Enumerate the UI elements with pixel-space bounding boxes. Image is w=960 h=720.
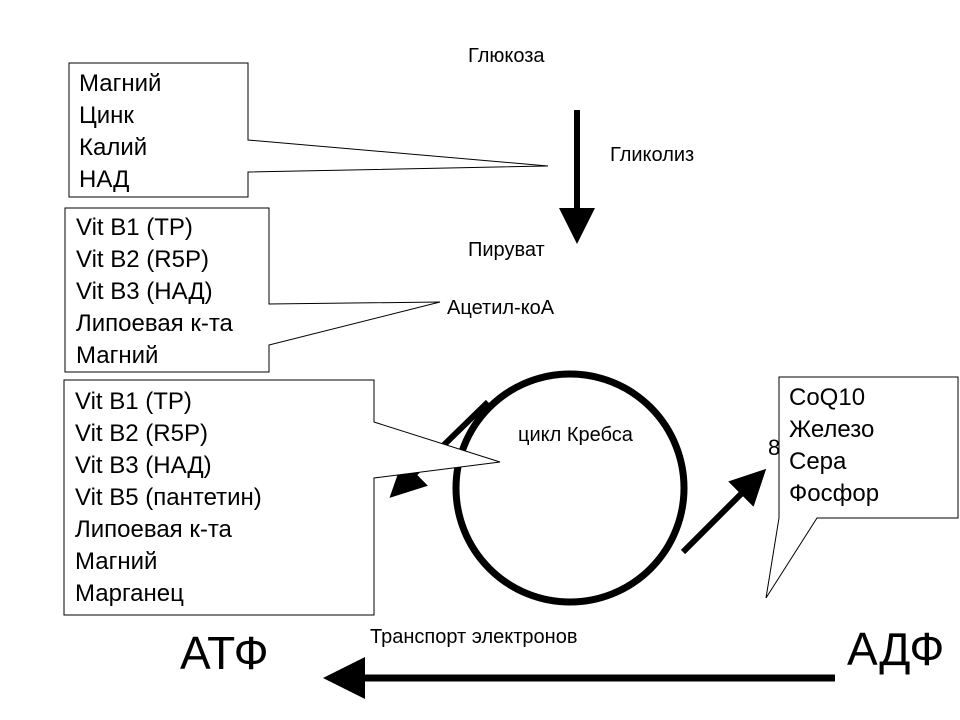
list-item: Vit B2 (R5P) — [75, 420, 208, 447]
adp-label: АДФ — [847, 623, 945, 675]
list-item: Магний — [75, 548, 158, 575]
list-item: Vit B3 (НАД) — [76, 278, 213, 305]
atp-label: АТФ — [180, 627, 269, 679]
pyruvate-label: Пируват — [468, 239, 545, 261]
list-item: Железо — [789, 416, 875, 443]
electron-transport-label: Транспорт электронов — [370, 626, 578, 648]
list-item: Vit B1 (TP) — [75, 388, 192, 415]
krebs-cofactor-list: Vit B1 (TP) Vit B2 (R5P) Vit B3 (НАД) Vi… — [75, 386, 262, 610]
list-item: Липоевая к-та — [76, 310, 233, 337]
list-item: Калий — [79, 134, 148, 161]
electron-cofactor-list: CoQ10 Железо Сера Фосфор — [789, 382, 879, 510]
list-item: Фосфор — [789, 480, 880, 507]
list-item: Липоевая к-та — [75, 516, 232, 543]
callout-krebs-shape — [63, 379, 501, 616]
list-item: Цинк — [79, 102, 134, 129]
list-item: CoQ10 — [789, 384, 866, 411]
pyruvate-cofactor-list: Vit B1 (TP) Vit B2 (R5P) Vit B3 (НАД) Ли… — [76, 212, 233, 372]
glycolysis-label: Гликолиз — [610, 144, 695, 166]
list-item: Сера — [789, 448, 847, 475]
list-item: Vit B5 (пантетин) — [75, 484, 262, 511]
glycolysis-cofactor-list: Магний Цинк Калий НАД — [79, 68, 161, 196]
list-item: НАД — [79, 166, 130, 193]
krebs-cycle-circle — [452, 370, 688, 606]
list-item: Магний — [76, 342, 159, 369]
list-item: Vit B1 (TP) — [76, 214, 193, 241]
list-item: Vit B3 (НАД) — [75, 452, 212, 479]
callout-glycolysis-shape — [68, 62, 549, 198]
list-item: Vit B2 (R5P) — [76, 246, 209, 273]
partial-number-label: 8 — [768, 435, 781, 460]
callout-pyruvate-shape — [64, 207, 441, 373]
acetyl-coa-label: Ацетил-коА — [447, 297, 555, 319]
cycle-right-arrow — [680, 468, 767, 555]
list-item: Магний — [79, 70, 162, 97]
list-item: Марганец — [75, 580, 184, 607]
krebs-cycle-label: цикл Кребса — [518, 424, 633, 446]
callout-electron-shape — [765, 376, 959, 599]
glucose-label: Глюкоза — [468, 45, 545, 67]
